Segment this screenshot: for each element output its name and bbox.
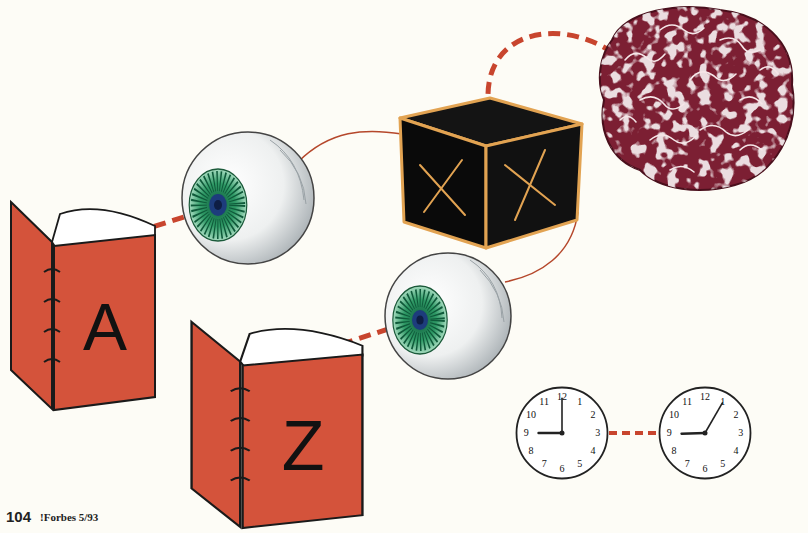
eyeball xyxy=(385,253,511,379)
book-letter: A xyxy=(83,294,127,360)
clock-numeral: 6 xyxy=(560,464,565,474)
clock-node: 121234567891011 xyxy=(658,386,752,480)
clock-numeral: 1 xyxy=(577,397,582,407)
clock-numeral: 2 xyxy=(733,410,738,420)
clock-numeral: 6 xyxy=(703,464,708,474)
clock-numeral: 12 xyxy=(700,392,710,402)
book-back-cover xyxy=(192,322,241,527)
clock-numeral: 3 xyxy=(738,428,743,438)
clock-numeral: 11 xyxy=(539,397,549,407)
book-back-cover xyxy=(11,202,52,409)
clock-numeral: 12 xyxy=(557,392,567,402)
spine-ridge xyxy=(44,269,60,272)
clock-pivot xyxy=(560,431,565,436)
page-number: 104 xyxy=(6,508,31,525)
clock-numeral: 4 xyxy=(733,446,738,456)
clock-numeral: 8 xyxy=(672,446,677,456)
source-note: !Forbes 5/93 xyxy=(40,511,98,523)
clock-numeral: 3 xyxy=(595,428,600,438)
black-box-cube xyxy=(400,98,582,248)
clock-numeral: 7 xyxy=(542,459,547,469)
clock-numeral: 4 xyxy=(590,446,595,456)
clock-rim xyxy=(660,388,751,479)
brain xyxy=(595,0,800,200)
clock-rim xyxy=(517,388,608,479)
spine-ridge xyxy=(231,418,250,421)
spine-ridge xyxy=(231,388,250,391)
clock-numeral: 10 xyxy=(526,410,536,420)
clock-numeral: 2 xyxy=(590,410,595,420)
eyeball xyxy=(182,132,314,264)
clock-numeral: 1 xyxy=(720,397,725,407)
clock-node: 121234567891011 xyxy=(515,386,609,480)
clock-numeral: 10 xyxy=(669,410,679,420)
clock-numeral: 9 xyxy=(524,428,529,438)
spine-ridge xyxy=(44,329,60,332)
book-front-cover xyxy=(54,235,155,410)
spine-ridge xyxy=(44,299,60,302)
connector-line xyxy=(609,431,658,435)
book-node: Z xyxy=(188,312,366,530)
clock-pivot xyxy=(703,431,708,436)
book-node: A xyxy=(8,192,158,412)
clock-numeral: 5 xyxy=(720,459,725,469)
clock-hand xyxy=(682,432,705,435)
spine-ridge xyxy=(231,477,250,480)
clock-numeral: 8 xyxy=(529,446,534,456)
eye-wire xyxy=(298,131,402,162)
clock-numeral: 5 xyxy=(577,459,582,469)
clock-numeral: 11 xyxy=(682,397,692,407)
book-shape xyxy=(188,312,366,530)
spine-ridge xyxy=(231,448,250,451)
clock-hand xyxy=(561,398,563,433)
clock-hand xyxy=(705,403,722,433)
dashed-connector xyxy=(609,433,658,434)
clock-hand xyxy=(539,432,563,434)
book-front-cover xyxy=(243,355,363,528)
book-letter: Z xyxy=(282,411,325,481)
clock-numeral: 7 xyxy=(685,459,690,469)
spine-ridge xyxy=(44,359,60,362)
clock-numeral: 9 xyxy=(667,428,672,438)
